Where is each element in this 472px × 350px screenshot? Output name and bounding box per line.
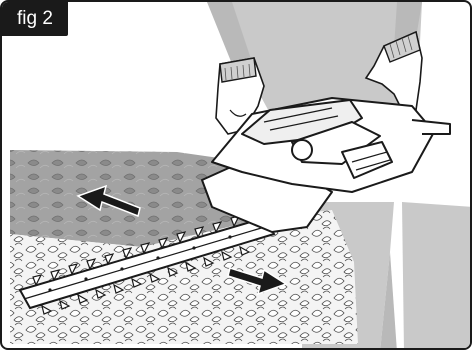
figure-label: fig 2 [2,2,68,36]
